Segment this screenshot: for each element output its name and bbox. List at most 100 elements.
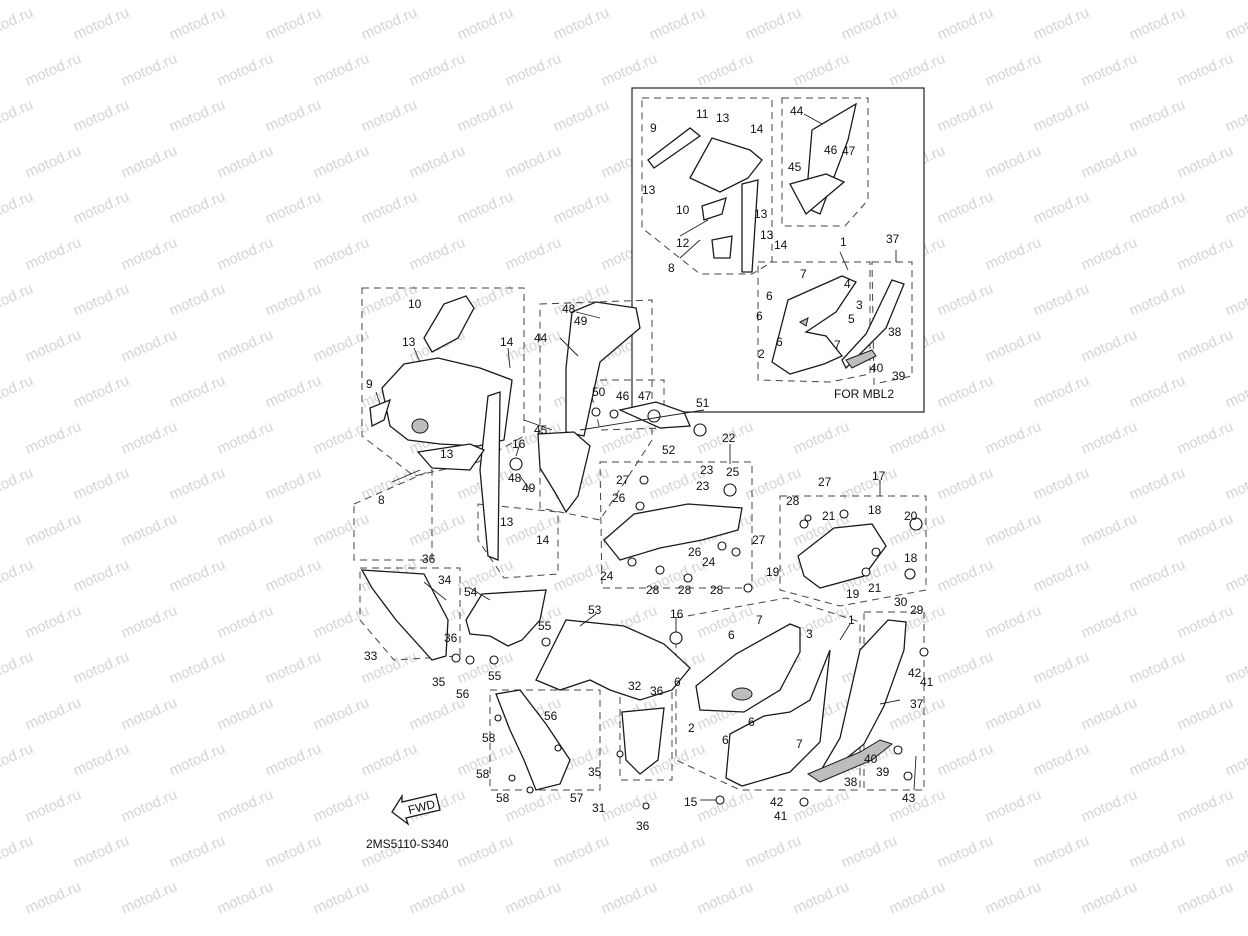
part-label-36: 36 xyxy=(636,819,650,833)
part-label-28: 28 xyxy=(678,583,692,597)
watermark-text: motod.ru xyxy=(119,694,180,734)
watermark-text: motod.ru xyxy=(119,418,180,458)
inset-parts xyxy=(647,102,905,375)
watermark-text: motod.ru xyxy=(1031,188,1092,228)
inset-part-label-7: 7 xyxy=(834,338,841,352)
part-label-44: 44 xyxy=(534,331,548,345)
watermark-text: motod.ru xyxy=(455,4,516,44)
part-label-31: 31 xyxy=(592,801,606,815)
inset-caption: FOR MBL2 xyxy=(834,387,894,401)
watermark-text: motod.ru xyxy=(167,648,228,688)
watermark-text: motod.ru xyxy=(983,142,1044,182)
watermark-text: motod.ru xyxy=(0,832,36,872)
watermark-text: motod.ru xyxy=(167,280,228,320)
part-label-52: 52 xyxy=(662,443,676,457)
part-label-33: 33 xyxy=(364,649,378,663)
watermark-text: motod.ru xyxy=(23,234,84,274)
watermark-text: motod.ru xyxy=(1223,4,1248,44)
watermark-text: motod.ru xyxy=(1031,4,1092,44)
part-label-38: 38 xyxy=(844,775,858,789)
watermark-text: motod.ru xyxy=(1223,556,1248,596)
fwd-arrow: FWD xyxy=(391,793,441,826)
inset-part-label-44: 44 xyxy=(790,104,804,118)
watermark-text: motod.ru xyxy=(695,50,756,90)
watermark-text: motod.ru xyxy=(1079,234,1140,274)
watermark-text: motod.ru xyxy=(1223,96,1248,136)
watermark-text: motod.ru xyxy=(1127,464,1188,504)
part-label-58: 58 xyxy=(496,791,510,805)
watermark-text: motod.ru xyxy=(935,96,996,136)
part-label-13: 13 xyxy=(440,447,454,461)
part-label-47: 47 xyxy=(638,389,652,403)
watermark-text: motod.ru xyxy=(263,280,324,320)
inset-part-label-45: 45 xyxy=(788,160,802,174)
watermark-text: motod.ru xyxy=(791,878,852,918)
part-label-26: 26 xyxy=(612,491,626,505)
watermark-text: motod.ru xyxy=(0,556,36,596)
watermark-text: motod.ru xyxy=(71,280,132,320)
watermark-text: motod.ru xyxy=(1223,832,1248,872)
watermark-text: motod.ru xyxy=(503,786,564,826)
inset-group-boxes xyxy=(641,97,913,385)
watermark-text: motod.ru xyxy=(263,4,324,44)
part-label-37: 37 xyxy=(910,697,924,711)
watermark-text: motod.ru xyxy=(0,740,36,780)
watermark-text: motod.ru xyxy=(1223,372,1248,412)
part-label-32: 32 xyxy=(628,679,642,693)
under-cover xyxy=(818,619,907,773)
watermark-text: motod.ru xyxy=(311,418,372,458)
main-group-boxes xyxy=(353,287,927,791)
watermark-text: motod.ru xyxy=(263,372,324,412)
watermark-text: motod.ru xyxy=(503,50,564,90)
part-label-7: 7 xyxy=(756,613,763,627)
fwd-label: FWD xyxy=(407,797,437,817)
main-parts xyxy=(360,295,929,810)
inset-part-label-47: 47 xyxy=(842,144,856,158)
watermark-text: motod.ru xyxy=(1127,372,1188,412)
watermark-text: motod.ru xyxy=(455,648,516,688)
watermark-text: motod.ru xyxy=(1079,510,1140,550)
watermark-text: motod.ru xyxy=(695,878,756,918)
watermark-text: motod.ru xyxy=(407,878,468,918)
inset-part-label-6: 6 xyxy=(766,289,773,303)
front-panel-left xyxy=(360,569,449,661)
watermark-text: motod.ru xyxy=(263,832,324,872)
watermark-text: motod.ru xyxy=(0,464,36,504)
part-label-34: 34 xyxy=(438,573,452,587)
part-label-28: 28 xyxy=(786,494,800,508)
watermark-text: motod.ru xyxy=(71,648,132,688)
leader-lines xyxy=(375,113,917,801)
watermark-text: motod.ru xyxy=(1175,418,1236,458)
watermark-text: motod.ru xyxy=(0,4,36,44)
part-label-6: 6 xyxy=(728,628,735,642)
watermark-text: motod.ru xyxy=(743,4,804,44)
part-label-13: 13 xyxy=(402,335,416,349)
watermark-text: motod.ru xyxy=(167,740,228,780)
watermark-text: motod.ru xyxy=(983,786,1044,826)
inset-part-label-9: 9 xyxy=(650,121,657,135)
inset-part-label-13: 13 xyxy=(754,207,768,221)
watermark-text: motod.ru xyxy=(0,96,36,136)
inset-part-label-5: 5 xyxy=(848,312,855,326)
part-label-18: 18 xyxy=(868,503,882,517)
watermark-text: motod.ru xyxy=(119,602,180,642)
part-label-28: 28 xyxy=(646,583,660,597)
watermark-text: motod.ru xyxy=(119,326,180,366)
watermark-text: motod.ru xyxy=(215,418,276,458)
part-label-7: 7 xyxy=(796,737,803,751)
watermark-text: motod.ru xyxy=(311,50,372,90)
watermark-text: motod.ru xyxy=(215,510,276,550)
part-label-20: 20 xyxy=(904,509,918,523)
part-label-6: 6 xyxy=(674,675,681,689)
watermark-text: motod.ru xyxy=(215,142,276,182)
part-label-21: 21 xyxy=(868,581,882,595)
watermark-text: motod.ru xyxy=(503,234,564,274)
watermark-text: motod.ru xyxy=(1079,142,1140,182)
watermark-text: motod.ru xyxy=(0,372,36,412)
watermark-text: motod.ru xyxy=(71,188,132,228)
watermark-text: motod.ru xyxy=(887,418,948,458)
watermark-text: motod.ru xyxy=(71,556,132,596)
watermark-text: motod.ru xyxy=(983,234,1044,274)
